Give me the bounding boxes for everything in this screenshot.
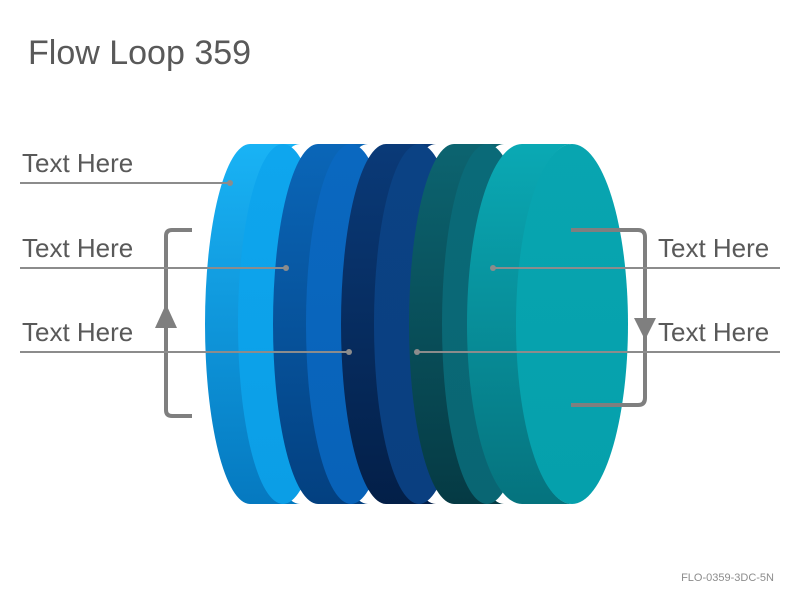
label-left-middle: Text Here — [22, 233, 134, 263]
leader-dot-right-top — [490, 265, 496, 271]
leader-dot-right-bottom — [414, 349, 420, 355]
left-arrowhead-up — [155, 304, 177, 328]
disc-5 — [467, 144, 628, 504]
leader-dot-left-middle — [283, 265, 289, 271]
footer-code: FLO-0359-3DC-5N — [681, 572, 774, 584]
label-left-top: Text Here — [22, 148, 134, 178]
leader-dot-left-bottom — [346, 349, 352, 355]
label-right-bottom: Text Here — [658, 317, 770, 347]
page-title: Flow Loop 359 — [28, 34, 252, 72]
leader-dot-left-top — [227, 180, 233, 186]
label-right-top: Text Here — [658, 233, 770, 263]
label-left-bottom: Text Here — [22, 317, 134, 347]
right-arrowhead-down — [634, 318, 656, 340]
right-loop-arrow — [571, 228, 647, 407]
